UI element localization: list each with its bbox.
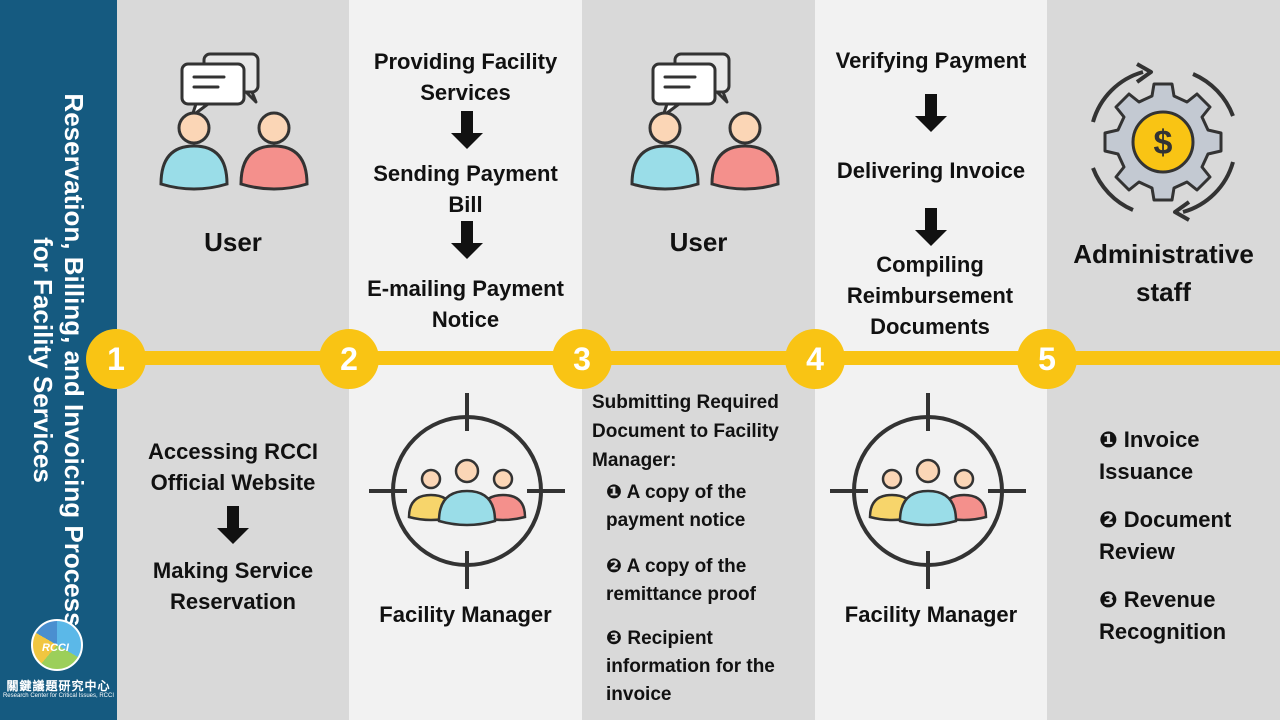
step-4-circle: 4 [785, 329, 845, 389]
rcci-logo [31, 619, 83, 671]
gear-dollar-icon: $ [1091, 62, 1235, 222]
step-1-circle: 1 [86, 329, 146, 389]
step-5-role: Administrative staff [1073, 239, 1254, 307]
target-group-icon [367, 391, 567, 591]
logo-name-cn: 關鍵議題研究中心 [6, 679, 111, 693]
step-5-task-1: ❶ Invoice Issuance [1099, 427, 1200, 484]
step-3-role: User [669, 227, 728, 257]
step-1-role: User [204, 227, 262, 257]
step-2-item-1: Providing Facility Services [373, 49, 558, 105]
step-4-item-1: Verifying Payment [835, 48, 1027, 73]
step-4-item-3: Compiling Reimbursement Documents [846, 252, 1014, 339]
down-arrow-icon [217, 506, 249, 544]
step-2-item-2: Sending Payment Bill [373, 161, 558, 217]
down-arrow-icon [451, 111, 483, 149]
users-chat-icon [159, 52, 309, 191]
step-1-item-1: Accessing RCCI Official Website [148, 439, 318, 495]
step-3-heading: Submitting Required Document to Facility… [592, 392, 779, 471]
down-arrow-icon [915, 94, 947, 132]
timeline-bar [117, 351, 1280, 365]
step-3-circle: 3 [552, 329, 612, 389]
svg-text:$: $ [1154, 124, 1173, 162]
step-3-doc-1: ❶ A copy of the payment notice [606, 482, 747, 531]
step-5-task-2: ❷ Document Review [1099, 507, 1232, 564]
step-3-doc-3: ❸ Recipient information for the invoice [606, 628, 775, 705]
step-2-item-3: E-mailing Payment Notice [367, 276, 564, 332]
users-chat-icon [630, 52, 780, 191]
page-title: Reservation, Billing, and Invoicing Proc… [28, 93, 89, 627]
step-4-role: Facility Manager [844, 602, 1018, 627]
logo-name-en: Research Center for Critical Issues, RCC… [2, 693, 115, 699]
target-group-icon [828, 391, 1028, 591]
step-1-item-2: Making Service Reservation [152, 558, 314, 614]
down-arrow-icon [451, 221, 483, 259]
down-arrow-icon [915, 208, 947, 246]
step-2-circle: 2 [319, 329, 379, 389]
logo-mark: RCCI [42, 642, 69, 654]
step-5-task-3: ❸ Revenue Recognition [1099, 587, 1227, 644]
step-5-circle: 5 [1017, 329, 1077, 389]
step-2-role: Facility Manager [379, 602, 552, 627]
step-3-doc-2: ❷ A copy of the remittance proof [606, 556, 756, 605]
step-4-item-2: Delivering Invoice [836, 158, 1026, 183]
